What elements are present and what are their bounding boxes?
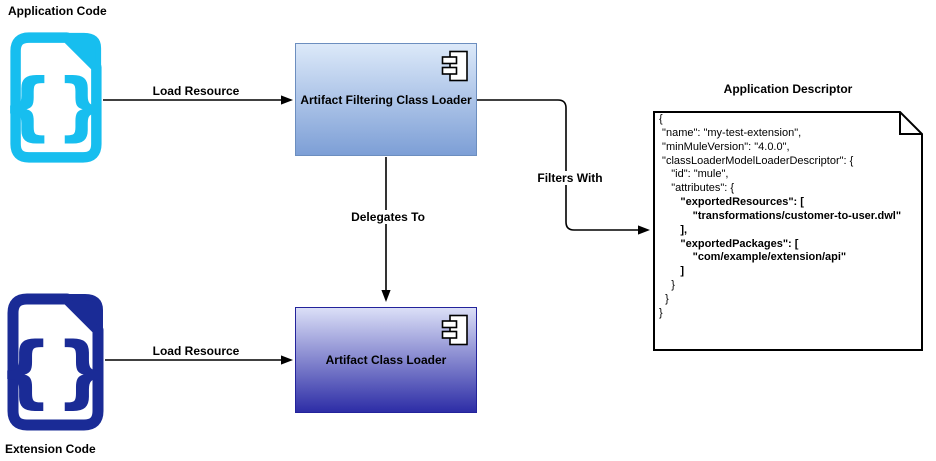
descriptor-json-line: "exportedPackages": [ xyxy=(659,237,799,250)
descriptor-json-line: { xyxy=(659,113,663,125)
node-label: Artifact Class Loader xyxy=(325,353,447,367)
edge-delegates-to xyxy=(381,157,391,302)
descriptor-json-line: } xyxy=(659,279,675,292)
extension-code-label: Extension Code xyxy=(5,442,96,456)
application-code-file-icon: {} xyxy=(1,30,108,170)
descriptor-json-line: "minMuleVersion": "4.0.0", xyxy=(659,140,790,153)
edge-label-load-resource-app: Load Resource xyxy=(149,84,243,98)
application-code-label: Application Code xyxy=(8,4,107,18)
uml-component-icon xyxy=(441,314,469,349)
braces-glyph: {} xyxy=(5,327,105,417)
edge-label-delegates-to: Delegates To xyxy=(348,210,428,224)
application-descriptor-note xyxy=(652,110,926,359)
edge-filters-with xyxy=(477,99,650,235)
edge-load-resource-ext xyxy=(105,355,293,365)
descriptor-json-line: "com/example/extension/api" xyxy=(659,251,847,264)
node-artifact-class-loader: Artifact Class Loader xyxy=(295,307,477,413)
descriptor-json-line: ], xyxy=(659,223,688,236)
extension-code-file-icon: {} xyxy=(0,291,111,438)
edge-load-resource-app xyxy=(103,95,293,105)
descriptor-json-line: "transformations/customer-to-user.dwl" xyxy=(659,209,902,222)
descriptor-json: { "name": "my-test-extension", "minMuleV… xyxy=(659,113,919,321)
uml-component-icon xyxy=(441,50,469,85)
descriptor-json-line: "attributes": { xyxy=(659,182,735,195)
descriptor-json-line: } xyxy=(659,292,669,305)
descriptor-json-line: } xyxy=(659,306,663,319)
descriptor-json-line: "name": "my-test-extension", xyxy=(659,126,802,139)
edge-label-filters-with: Filters With xyxy=(534,171,606,185)
node-artifact-filtering-class-loader: Artifact Filtering Class Loader xyxy=(295,43,477,156)
descriptor-json-line: "id": "mule", xyxy=(659,168,729,181)
descriptor-json-line: "classLoaderModelLoaderDescriptor": { xyxy=(659,154,854,167)
descriptor-json-line: ] xyxy=(659,265,685,278)
braces-glyph: {} xyxy=(8,64,103,150)
descriptor-json-line: "exportedResources": [ xyxy=(659,196,804,209)
application-descriptor-title: Application Descriptor xyxy=(723,82,853,96)
edge-label-load-resource-ext: Load Resource xyxy=(149,344,243,358)
node-label: Artifact Filtering Class Loader xyxy=(300,92,472,107)
